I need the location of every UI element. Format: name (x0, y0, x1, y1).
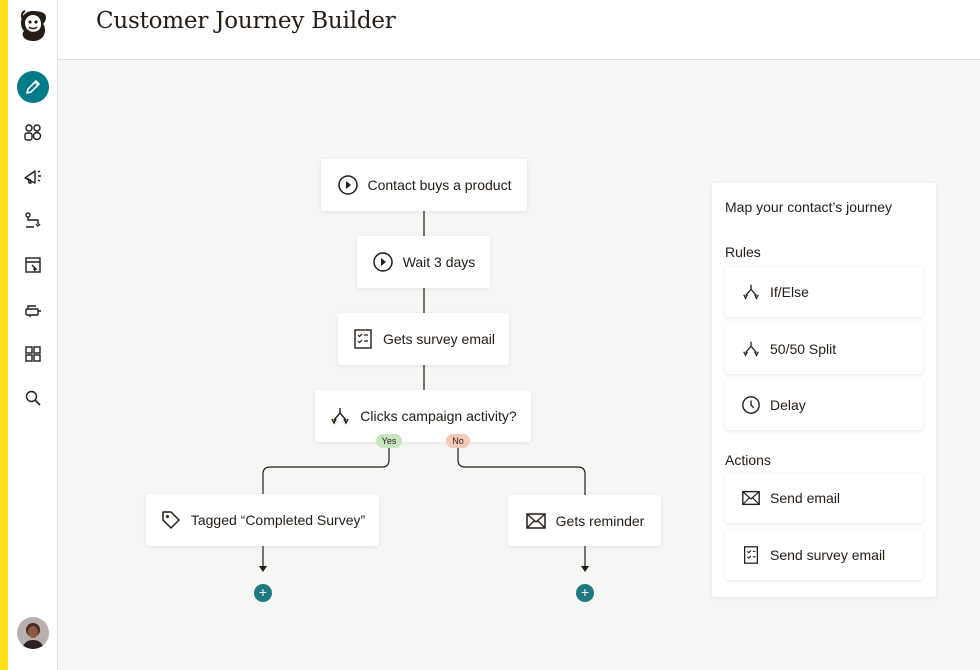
journey-steps-panel: Map your contact’s journey Rules If/Else… (712, 183, 936, 597)
nav-automations[interactable] (17, 205, 49, 237)
condition-node-label: Clicks campaign activity? (360, 408, 517, 424)
brand-stripe (0, 0, 8, 670)
envelope-icon (525, 512, 546, 529)
clock-icon (742, 396, 760, 414)
split-arrows-icon (743, 284, 759, 300)
nav-create[interactable] (17, 71, 49, 103)
rules-heading: Rules (725, 244, 761, 260)
envelope-icon (742, 490, 760, 506)
nav-audience[interactable] (17, 116, 49, 148)
no-branch-badge: No (446, 434, 470, 448)
nav-website[interactable] (17, 249, 49, 281)
nav-campaigns[interactable] (17, 160, 49, 192)
page-title: Customer Journey Builder (96, 8, 396, 34)
yes-branch-badge: Yes (376, 434, 402, 448)
tag-node-label: Tagged “Completed Survey” (190, 512, 366, 528)
rule-split[interactable]: 50/50 Split (725, 324, 923, 374)
megaphone-icon (24, 170, 41, 184)
website-icon (25, 257, 41, 273)
action-send-email[interactable]: Send email (725, 473, 923, 523)
pencil-icon (26, 80, 40, 94)
survey-email-node[interactable]: Gets survey email (338, 313, 509, 365)
play-circle-icon (337, 175, 358, 195)
panel-title: Map your contact’s journey (725, 199, 893, 215)
action-send-email-label: Send email (770, 490, 841, 506)
rule-delay-label: Delay (770, 397, 806, 413)
trigger-node-label: Contact buys a product (367, 177, 512, 193)
rule-if-else[interactable]: If/Else (725, 267, 923, 317)
action-send-survey-email[interactable]: Send survey email (725, 530, 923, 580)
user-avatar[interactable] (17, 617, 49, 649)
action-send-survey-email-label: Send survey email (770, 547, 886, 563)
add-step-button-yes[interactable]: + (254, 584, 272, 602)
split-arrows-icon (743, 341, 759, 357)
sidebar (8, 0, 58, 670)
automations-icon (25, 212, 41, 228)
reminder-node[interactable]: Gets reminder (508, 495, 661, 546)
mailchimp-logo-icon[interactable] (17, 8, 49, 44)
integrations-icon (25, 305, 41, 317)
page-header: Customer Journey Builder (58, 0, 980, 60)
split-arrows-icon (331, 408, 349, 425)
rule-if-else-label: If/Else (770, 284, 809, 300)
survey-email-node-label: Gets survey email (382, 331, 496, 347)
condition-node[interactable]: Clicks campaign activity? (315, 390, 531, 442)
tag-node[interactable]: Tagged “Completed Survey” (146, 494, 379, 546)
add-step-button-no[interactable]: + (576, 584, 594, 602)
wait-node-label: Wait 3 days (402, 254, 476, 270)
rule-split-label: 50/50 Split (770, 341, 837, 357)
reminder-node-label: Gets reminder (555, 512, 645, 529)
actions-heading: Actions (725, 452, 771, 468)
nav-content[interactable] (17, 338, 49, 370)
nav-search[interactable] (17, 382, 49, 414)
play-circle-icon (372, 252, 393, 272)
tag-icon (162, 511, 180, 529)
nav-integrations[interactable] (17, 294, 49, 326)
checklist-icon (744, 546, 758, 564)
wait-node[interactable]: Wait 3 days (357, 236, 490, 288)
trigger-node[interactable]: Contact buys a product (321, 159, 527, 211)
audience-icon (24, 124, 42, 141)
grid-icon (25, 346, 41, 362)
search-icon (25, 390, 41, 406)
rule-delay[interactable]: Delay (725, 380, 923, 430)
checklist-icon (354, 329, 372, 349)
